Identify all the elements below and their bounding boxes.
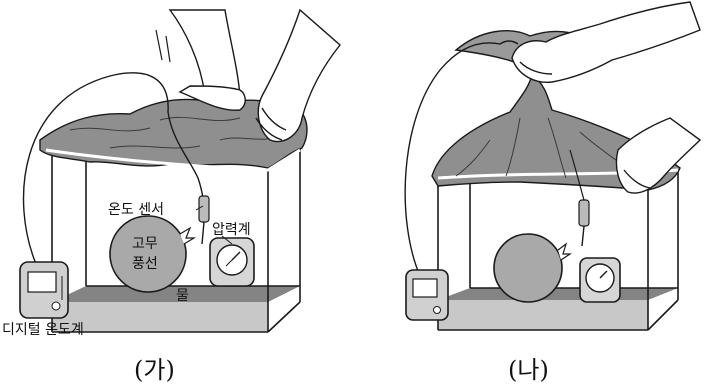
temperature-sensor-a — [199, 196, 209, 244]
panel-b: (나) — [405, 2, 700, 384]
rubber-balloon-a — [110, 216, 194, 292]
caption-a: (가) — [134, 356, 175, 384]
pressure-gauge-b — [580, 258, 620, 302]
label-temperature-sensor: 온도 센서 — [108, 202, 164, 218]
label-water: 물 — [176, 288, 189, 304]
caption-b: (나) — [508, 356, 549, 384]
digital-thermometer-a — [20, 262, 68, 318]
water-front-a — [52, 302, 268, 332]
temperature-sensor-b — [579, 200, 589, 246]
label-digital-thermometer: 디지털 온도계 — [2, 322, 84, 338]
label-balloon-line2: 풍선 — [132, 256, 158, 272]
panel-a: 온도 센서 압력계 고무 풍선 물 디지털 온도계 (가) — [2, 10, 340, 384]
pressure-gauge-a — [210, 238, 254, 286]
digital-thermometer-b — [406, 270, 448, 320]
water-layer-b — [438, 288, 678, 300]
water-front-b — [438, 300, 648, 330]
label-balloon-line1: 고무 — [132, 236, 158, 252]
label-pressure-gauge: 압력계 — [212, 222, 251, 238]
motion-lines-a — [156, 30, 170, 62]
